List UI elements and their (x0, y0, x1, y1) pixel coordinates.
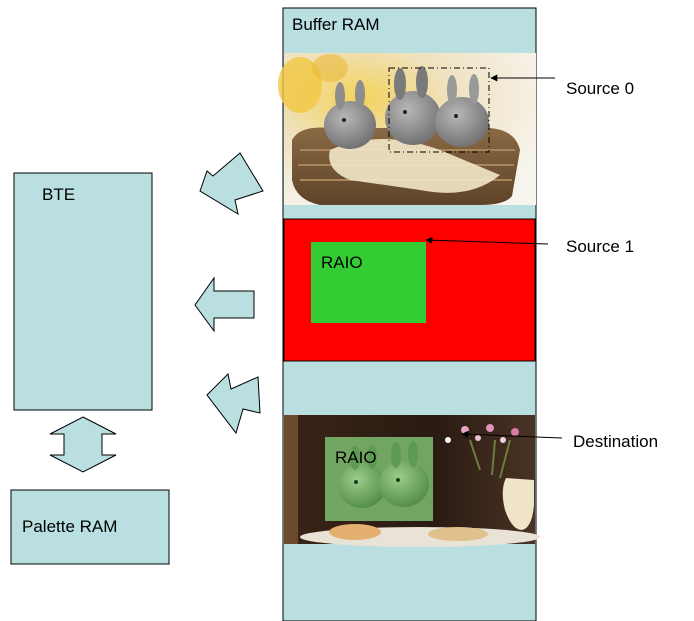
buffer-ram-title: Buffer RAM (292, 15, 380, 34)
source0-label: Source 0 (566, 79, 634, 98)
palette-ram-title: Palette RAM (22, 517, 117, 536)
source1-to-bte-arrow (194, 276, 255, 333)
source0-to-bte-arrow (199, 152, 264, 216)
source1-raio-box (311, 242, 426, 323)
palette-ram-block: Palette RAM (10, 489, 170, 565)
source0-selection-box (388, 67, 490, 153)
destination-callout-line (461, 430, 563, 439)
destination-label: Destination (573, 432, 658, 451)
source1-raio-label: RAIO (321, 253, 363, 272)
destination-raio-label: RAIO (335, 448, 377, 467)
bte-title: BTE (42, 185, 75, 204)
source0-image (278, 53, 536, 205)
bte-palette-double-arrow (49, 416, 117, 473)
source1-image: RAIO (283, 218, 536, 362)
source1-label: Source 1 (566, 237, 634, 256)
bte-to-destination-arrow (206, 372, 261, 435)
bte-block: BTE (13, 172, 153, 411)
source1-callout-line (425, 236, 549, 245)
destination-image: RAIO (284, 415, 540, 547)
